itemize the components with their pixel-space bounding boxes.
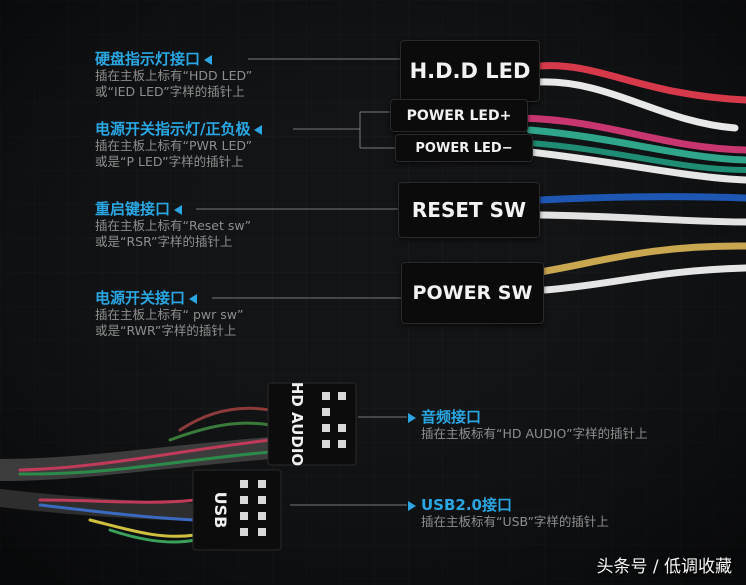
annotation-hdd-title: 硬盘指示灯接口 (95, 50, 201, 68)
annotation-power-sw-line2: 或是“RWR”字样的插针上 (95, 323, 237, 338)
annotation-audio-line1: 插在主板标有“HD AUDIO”字样的插针上 (421, 426, 648, 441)
hd-audio-header: HD AUDIO (267, 382, 357, 466)
pointer-left-icon (204, 54, 213, 65)
pointer-left-icon (254, 124, 263, 135)
hdd-led-connector: H.D.D LED (400, 40, 540, 102)
annotation-power-led-line1: 插在主板上标有“PWR LED” (95, 138, 253, 153)
annotation-reset-title: 重启键接口 (95, 200, 171, 218)
annotation-power-sw: 电源开关接口 插在主板上标有“ pwr sw” 或是“RWR”字样的插针上 (95, 289, 243, 339)
annotation-power-led-line2: 或是“P LED”字样的插针上 (95, 154, 244, 169)
power-led-minus-connector: POWER LED− (395, 134, 533, 162)
annotation-audio-title: 音频接口 (421, 408, 482, 426)
annotation-power-led: 电源开关指示灯/正负极 插在主板上标有“PWR LED” 或是“P LED”字样… (95, 120, 263, 170)
power-led-plus-label: POWER LED+ (406, 107, 512, 124)
annotation-power-led-title: 电源开关指示灯/正负极 (95, 120, 251, 138)
hdd-led-connector-label: H.D.D LED (409, 59, 531, 83)
pointer-left-icon (174, 204, 183, 215)
power-sw-label: POWER SW (412, 282, 533, 304)
pointer-right-icon (408, 412, 416, 423)
leader-lines (196, 58, 407, 506)
usb-header: USB (192, 469, 282, 551)
front-panel-wires (516, 62, 746, 294)
hd-audio-label: HD AUDIO (288, 382, 306, 466)
annotation-hdd-line1: 插在主板上标有“HDD LED” (95, 68, 253, 83)
annotation-usb-line1: 插在主板标有“USB”字样的插针上 (421, 514, 609, 529)
pointer-left-icon (189, 293, 198, 304)
annotation-hdd-line2: 或“IED LED”字样的插针上 (95, 84, 245, 99)
pointer-right-icon (408, 500, 416, 511)
power-led-plus-connector: POWER LED+ (390, 99, 528, 132)
watermark: 头条号 / 低调收藏 (596, 557, 732, 577)
annotation-usb: USB2.0接口 插在主板标有“USB”字样的插针上 (408, 496, 609, 530)
power-sw-connector: POWER SW (401, 262, 544, 324)
audio-usb-cables (0, 406, 281, 544)
reset-sw-label: RESET SW (411, 198, 527, 222)
annotation-reset-line2: 或是“RSR”字样的插针上 (95, 234, 233, 249)
annotation-usb-title: USB2.0接口 (421, 496, 512, 514)
power-led-minus-label: POWER LED− (415, 140, 513, 156)
annotation-reset-line1: 插在主板上标有“Reset sw” (95, 218, 252, 233)
annotation-audio: 音频接口 插在主板标有“HD AUDIO”字样的插针上 (408, 408, 648, 442)
annotation-power-sw-line1: 插在主板上标有“ pwr sw” (95, 307, 244, 322)
annotation-reset: 重启键接口 插在主板上标有“Reset sw” 或是“RSR”字样的插针上 (95, 200, 251, 250)
annotation-power-sw-title: 电源开关接口 (95, 289, 186, 307)
usb-label: USB (211, 492, 230, 529)
annotation-hdd: 硬盘指示灯接口 插在主板上标有“HDD LED” 或“IED LED”字样的插针… (95, 50, 252, 100)
reset-sw-connector: RESET SW (398, 182, 540, 238)
